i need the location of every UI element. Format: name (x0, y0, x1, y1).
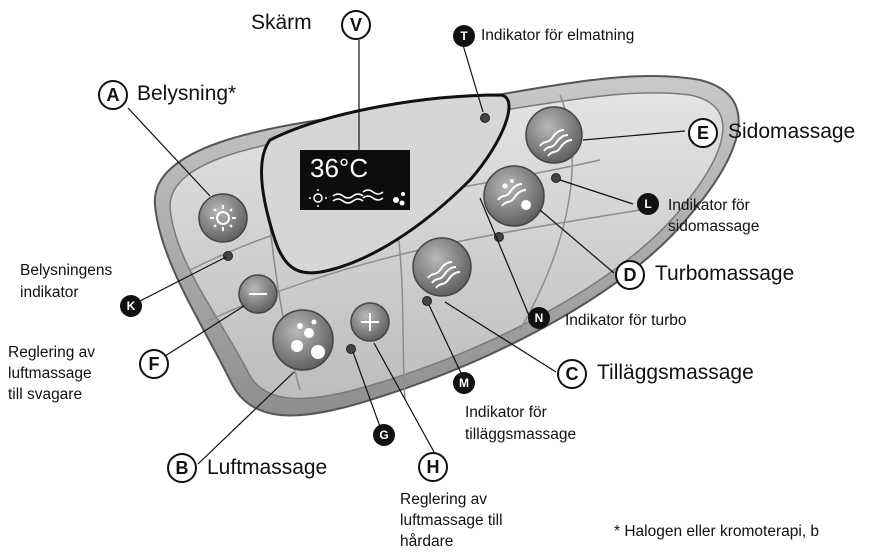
callout-n: N (528, 307, 550, 329)
side-waves-icon (539, 129, 573, 157)
air-decrease-button[interactable] (238, 274, 278, 314)
callout-h: H (418, 452, 448, 482)
power-indicator-led (480, 113, 490, 123)
label-turbomassage: Turbomassage (655, 262, 795, 285)
label-extra-indicator-2: tilläggsmassage (465, 426, 577, 443)
display-bubbles-icon (393, 192, 405, 206)
label-extra-indicator-1: Indikator för (465, 404, 547, 421)
label-side-indicator-2: sidomassage (668, 218, 760, 235)
callout-e: E (688, 118, 718, 148)
waves-icon (427, 261, 461, 289)
display-wave-icon (332, 189, 384, 204)
air-massage-indicator-led (346, 344, 356, 354)
extra-massage-indicator-led (422, 296, 432, 306)
display-temperature: 36°C (310, 153, 369, 183)
label-air-increase-3: hårdare (400, 533, 454, 550)
turbo-massage-button[interactable] (483, 165, 545, 227)
callout-g: G (373, 424, 395, 446)
light-button[interactable] (198, 193, 248, 243)
label-turbo-indicator: Indikator för turbo (565, 312, 687, 329)
bubbles-icon (291, 319, 325, 359)
label-skarm: Skärm (251, 11, 312, 34)
label-sidomassage: Sidomassage (728, 120, 856, 143)
label-light-indicator-1: Belysningens (20, 262, 113, 279)
label-air-decrease-2: luftmassage (8, 365, 92, 382)
callout-a: A (98, 80, 128, 110)
callout-f: F (139, 349, 169, 379)
label-air-decrease-3: till svagare (8, 386, 83, 403)
extra-massage-button[interactable] (412, 237, 472, 297)
sun-icon (210, 205, 236, 231)
label-luftmassage: Luftmassage (207, 456, 328, 479)
footnote: * Halogen eller kromoterapi, b (614, 523, 820, 540)
label-air-increase-2: luftmassage till (400, 512, 503, 529)
callout-t: T (453, 25, 475, 47)
label-air-increase-1: Reglering av (400, 491, 488, 508)
callout-l: L (637, 193, 659, 215)
label-air-decrease-1: Reglering av (8, 344, 96, 361)
display-sun-icon (309, 189, 327, 207)
label-light-indicator-2: indikator (20, 284, 79, 301)
label-belysning: Belysning* (137, 82, 237, 105)
leader-lines (127, 40, 686, 465)
light-indicator-led (223, 251, 233, 261)
label-side-indicator-1: Indikator för (668, 197, 750, 214)
turbo-waves-icon (497, 183, 527, 207)
callout-c: C (557, 359, 587, 389)
callout-v: V (341, 10, 371, 40)
turbo-bubbles-icon (502, 179, 531, 210)
label-power-indicator: Indikator för elmatning (481, 27, 635, 44)
callout-d: D (615, 260, 645, 290)
callout-m: M (453, 372, 475, 394)
air-massage-button[interactable] (272, 309, 334, 371)
plus-icon (361, 313, 379, 331)
callout-k: K (120, 295, 142, 317)
side-massage-indicator-led (551, 173, 561, 183)
air-increase-button[interactable] (350, 302, 390, 342)
side-massage-button[interactable] (525, 106, 583, 164)
callout-b: B (167, 453, 197, 483)
label-tillaggsmassage: Tilläggsmassage (597, 361, 754, 384)
